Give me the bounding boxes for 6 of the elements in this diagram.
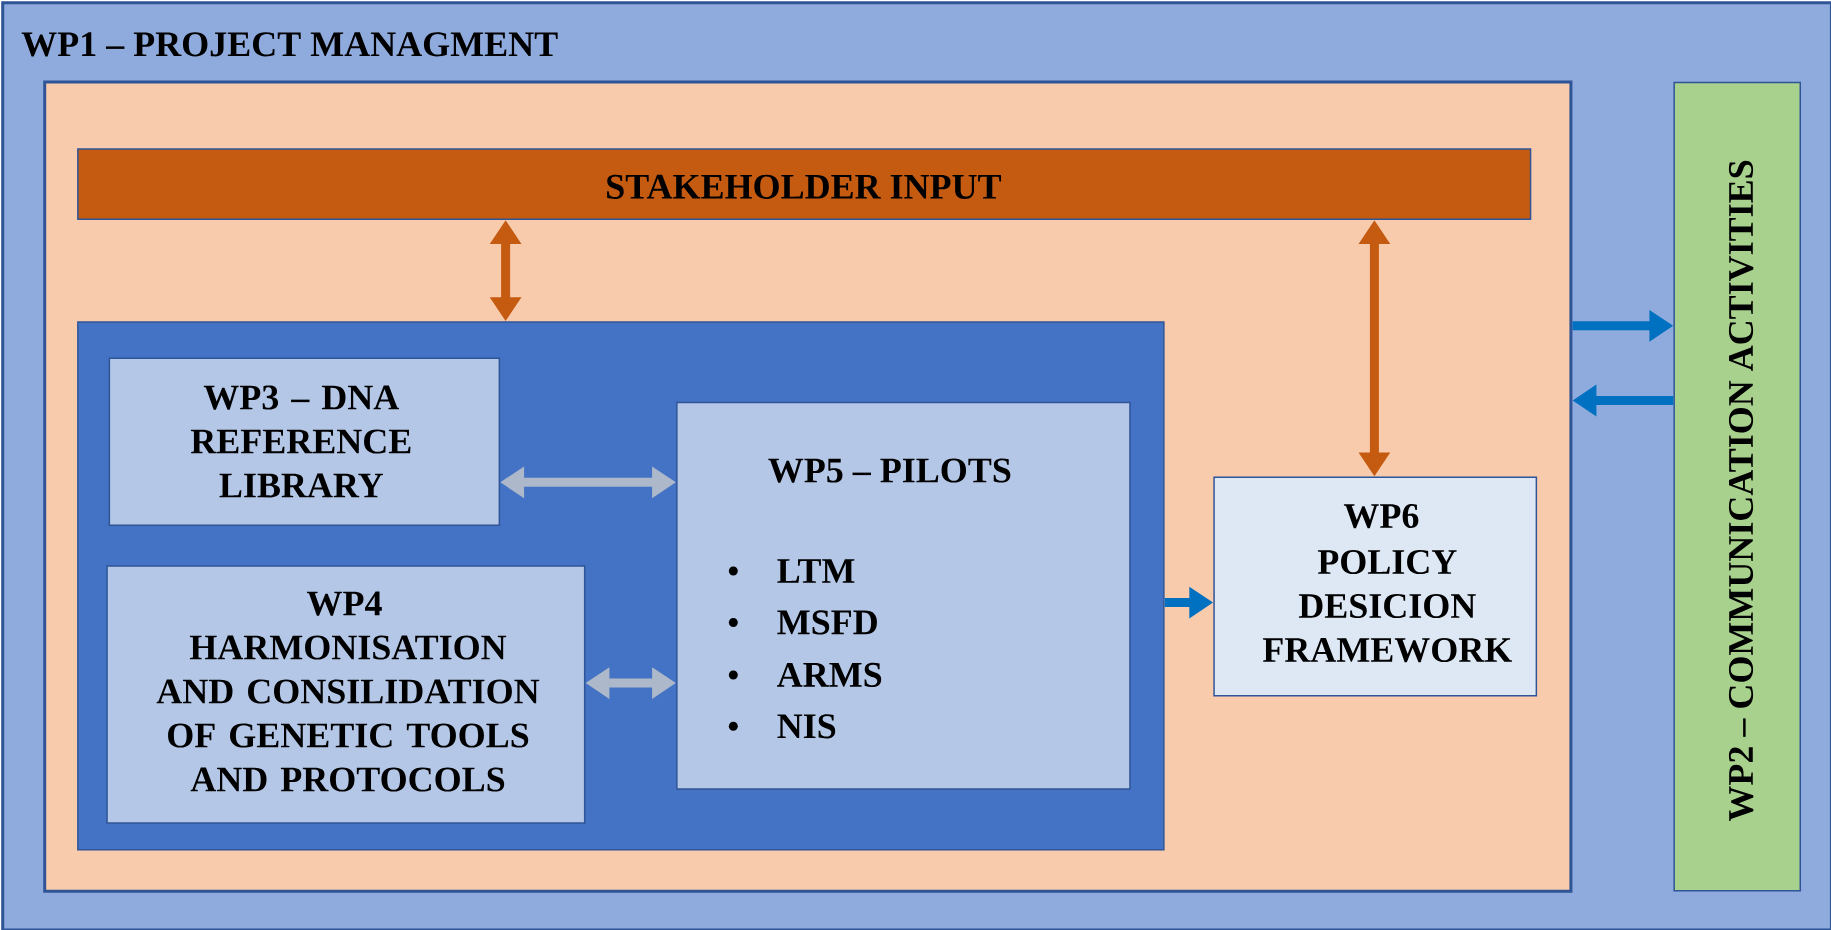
work-package-box: WP4 HARMONISATION AND CONSILIDATION OF GENETIC TOOLS AND PROTOCOLS [106, 565, 586, 824]
vertical-bar: WP2 – COMMUNICATION ACTIVITIES [1673, 81, 1801, 892]
work-package-box: WP6 POLICY DESICION FRAMEWORK [1213, 476, 1538, 697]
work-package-box: WP3 – DNA REFERENCE LIBRARY [108, 357, 501, 526]
input-bar: STAKEHOLDER INPUT [77, 148, 1532, 220]
work-package-box: WP5 – PILOTS LTM MSFD ARMS NIS [676, 401, 1131, 790]
